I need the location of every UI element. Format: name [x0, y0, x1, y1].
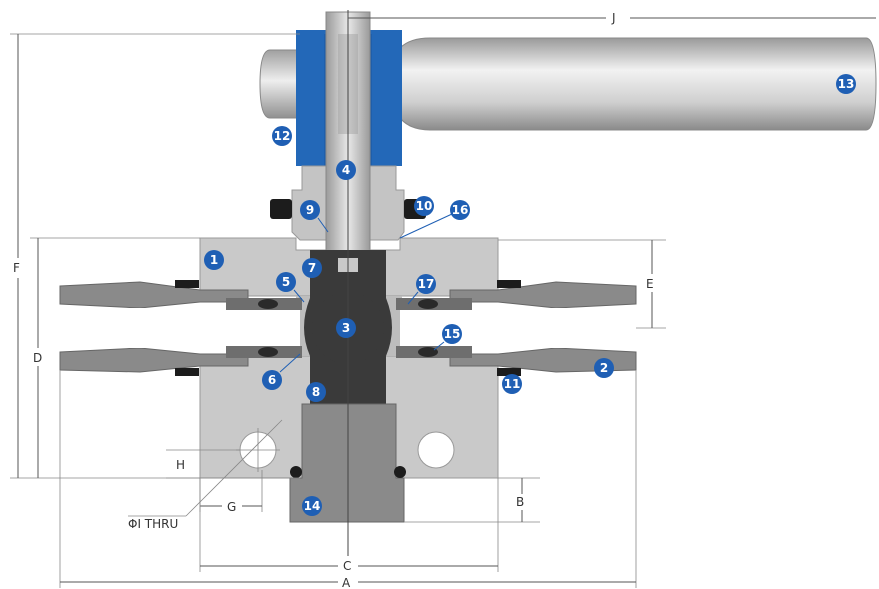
callout-3: 3 [336, 318, 356, 338]
end-seals [175, 280, 521, 376]
svg-text:10: 10 [416, 199, 433, 213]
dim-label-j: J [611, 11, 616, 25]
svg-text:1: 1 [210, 253, 218, 267]
dimension-c: C [199, 478, 499, 573]
callout-leaders [279, 213, 453, 373]
callout-12: 12 [272, 126, 292, 146]
dimension-h: H [166, 449, 240, 479]
callout-16: 16 [450, 200, 470, 220]
dim-label-d: D [33, 351, 42, 365]
callout-13: 13 [836, 74, 856, 94]
dim-label-b: B [516, 495, 524, 509]
callout-1: 1 [204, 250, 224, 270]
dim-label-i: ΦI THRU [128, 517, 178, 531]
mounting-holes [236, 428, 455, 472]
svg-text:11: 11 [504, 377, 521, 391]
callout-5: 5 [276, 272, 296, 292]
svg-text:17: 17 [418, 277, 435, 291]
dim-label-a: A [342, 576, 351, 589]
callout-10: 10 [414, 196, 434, 216]
svg-text:13: 13 [838, 77, 855, 91]
dim-label-c: C [343, 559, 351, 573]
callout-2: 2 [594, 358, 614, 378]
callout-14: 14 [302, 496, 322, 516]
dim-label-f: F [13, 261, 20, 275]
callout-6: 6 [262, 370, 282, 390]
svg-text:15: 15 [444, 327, 461, 341]
dimension-i-thru: ΦI THRU [128, 419, 283, 531]
tube-left [59, 281, 300, 373]
dim-label-h: H [176, 458, 185, 472]
dimension-b: B [404, 477, 540, 523]
dimension-e: E [498, 239, 666, 329]
oring-left-seal [270, 199, 292, 219]
callout-8: 8 [306, 382, 326, 402]
callout-15: 15 [442, 324, 462, 344]
dimension-j: J [348, 11, 876, 25]
callout-9: 9 [300, 200, 320, 220]
handle-knob [259, 49, 301, 119]
handle-lever [399, 37, 877, 131]
callout-11: 11 [502, 374, 522, 394]
seat-rings [226, 298, 472, 358]
svg-text:8: 8 [312, 385, 320, 399]
dimension-d: D [30, 237, 200, 478]
svg-text:4: 4 [342, 163, 350, 177]
svg-text:2: 2 [600, 361, 608, 375]
dimension-f: F [10, 33, 300, 479]
svg-text:6: 6 [268, 373, 276, 387]
callout-17: 17 [416, 274, 436, 294]
svg-text:5: 5 [282, 275, 290, 289]
tube-right [400, 281, 637, 373]
svg-text:16: 16 [452, 203, 469, 217]
svg-text:12: 12 [274, 129, 291, 143]
svg-text:9: 9 [306, 203, 314, 217]
svg-text:3: 3 [342, 321, 350, 335]
dimension-a: A [59, 370, 637, 589]
svg-text:7: 7 [308, 261, 316, 275]
svg-text:14: 14 [304, 499, 321, 513]
dim-label-g: G [227, 500, 236, 514]
callout-7: 7 [302, 258, 322, 278]
callout-4: 4 [336, 160, 356, 180]
dim-label-e: E [646, 277, 654, 291]
